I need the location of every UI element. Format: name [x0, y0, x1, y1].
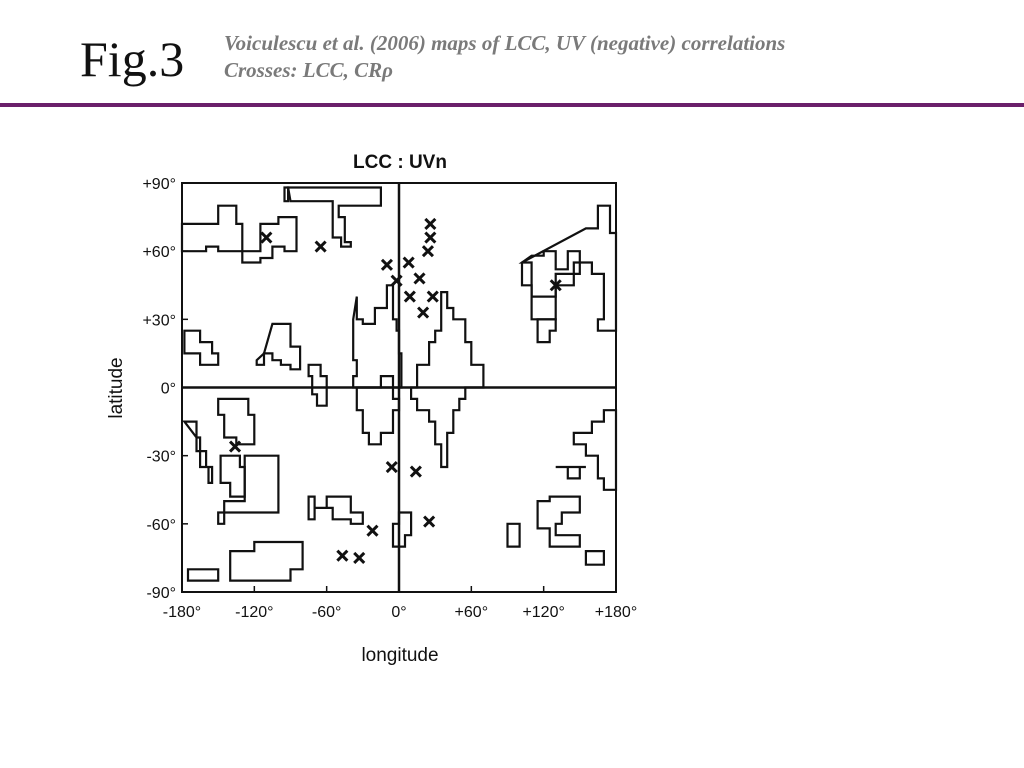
x-tick-label: -180° [163, 604, 201, 621]
cross-stroke [424, 231, 437, 244]
cross-marker [417, 306, 430, 319]
correlation-region [255, 322, 302, 371]
y-tick-label: +60° [142, 244, 176, 261]
correlation-region [219, 454, 246, 498]
x-tick-labels: -180° -120° -60° 0° +60° +120° +180° [163, 604, 637, 621]
cross-marker [385, 460, 398, 474]
cross-stroke [403, 290, 416, 303]
correlation-region [391, 511, 413, 548]
x-tick-label: -60° [312, 604, 342, 621]
correlation-region [352, 284, 403, 389]
correlation-region [536, 318, 557, 344]
cross-marker [424, 217, 437, 230]
cross-marker [403, 290, 416, 303]
slide-title: Fig.3 [80, 31, 185, 87]
cross-marker [426, 290, 439, 303]
cross-stroke [409, 465, 422, 478]
y-tick-label: -30° [146, 449, 176, 466]
correlation-region [283, 186, 290, 203]
cross-marker [549, 279, 562, 292]
correlation-region [186, 568, 220, 582]
correlation-region [182, 420, 214, 484]
y-tick-label: -90° [146, 585, 176, 602]
cross-stroke [385, 460, 398, 474]
cross-marker [413, 272, 426, 285]
cross-stroke [417, 306, 430, 319]
cross-stroke [390, 274, 403, 287]
correlation-region [217, 397, 256, 446]
cross-stroke [336, 549, 349, 562]
correlation-region [520, 204, 618, 332]
correlation-region [286, 186, 382, 248]
y-tick-labels: +90° +60° +30° 0° -30° -60° -90° [142, 176, 176, 602]
correlation-region [180, 204, 298, 264]
cross-stroke [366, 524, 379, 537]
x-axis-label: longitude [361, 645, 438, 666]
cross-stroke [424, 217, 437, 230]
cross-marker [366, 524, 379, 537]
caption-line-1: Voiculescu et al. (2006) maps of LCC, UV… [224, 31, 786, 55]
cross-marker [424, 231, 437, 244]
cross-stroke [380, 258, 394, 271]
cross-marker [423, 515, 436, 528]
cross-marker [409, 465, 422, 478]
cross-stroke [549, 279, 562, 292]
cross-stroke [402, 256, 415, 269]
cross-marker [336, 549, 349, 562]
y-tick-label: +90° [142, 176, 176, 193]
cross-marker [402, 256, 415, 269]
x-tick-label: +180° [595, 604, 637, 621]
cross-marker [228, 440, 242, 453]
x-tick-label: +120° [522, 604, 564, 621]
cross-marker [421, 245, 434, 258]
correlation-region [536, 495, 581, 548]
cross-stroke [426, 290, 439, 303]
correlation-region [584, 549, 606, 566]
cross-stroke [423, 515, 436, 528]
cross-marker [260, 231, 273, 244]
chart-title: LCC : UVn [353, 152, 447, 173]
cross-markers [228, 217, 562, 564]
correlation-region [572, 409, 618, 491]
y-tick-label: -60° [146, 517, 176, 534]
correlation-region [217, 454, 280, 525]
cross-stroke [421, 245, 434, 258]
correlation-region [183, 329, 220, 366]
y-axis-label: latitude [106, 357, 127, 418]
cross-marker [353, 551, 366, 564]
y-tick-label: 0° [161, 381, 176, 398]
correlation-region [518, 250, 581, 298]
caption-line-2: Crosses: LCC, CRρ [224, 58, 393, 82]
x-tick-label: -120° [235, 604, 273, 621]
chart-axes [181, 182, 617, 593]
cross-marker [314, 240, 327, 253]
cross-stroke [260, 231, 273, 244]
correlation-region [307, 495, 364, 525]
correlation-region [229, 540, 304, 582]
correlation-region [307, 363, 328, 407]
correlation-region [506, 522, 521, 548]
correlation-region [555, 465, 586, 480]
title-divider [0, 103, 1024, 107]
cross-stroke [228, 440, 242, 453]
correlation-region [410, 291, 485, 469]
cross-marker [390, 274, 403, 287]
cross-marker [380, 258, 394, 271]
cross-stroke [314, 240, 327, 253]
x-tick-label: 0° [391, 604, 406, 621]
cross-stroke [413, 272, 426, 285]
x-tick-label: +60° [455, 604, 489, 621]
cross-stroke [353, 551, 366, 564]
correlation-region [355, 386, 401, 446]
slide-caption: Voiculescu et al. (2006) maps of LCC, UV… [224, 30, 785, 84]
y-tick-label: +30° [142, 312, 176, 329]
